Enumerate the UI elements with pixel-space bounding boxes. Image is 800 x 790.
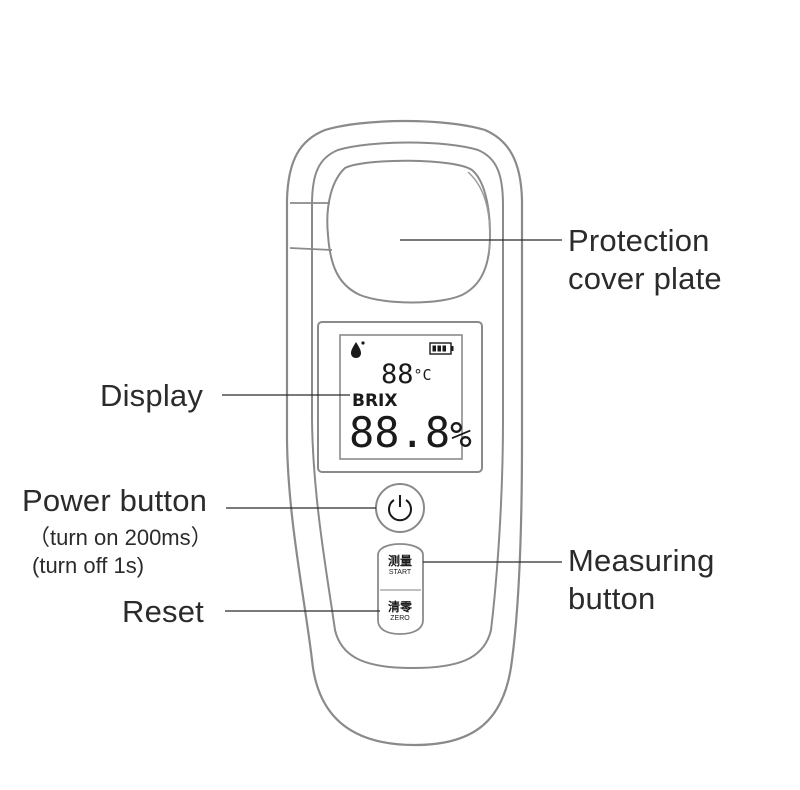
battery-icon — [429, 342, 454, 355]
lcd-reading-unit: % — [450, 415, 472, 456]
measure-button-cn: 测量 — [387, 554, 412, 568]
label-measuring-line1: Measuring — [568, 543, 715, 578]
lcd-temp-value: 88 — [381, 359, 414, 390]
zero-button-en: ZERO — [390, 615, 410, 622]
lcd-temperature: 88°C — [381, 360, 432, 390]
label-measuring-button: Measuring button — [568, 542, 715, 618]
cover-plate-edge — [467, 171, 491, 256]
lcd-reading-value: 88.8 — [349, 408, 451, 457]
label-protection-cover: Protection cover plate — [568, 222, 722, 298]
label-reset: Reset — [122, 594, 204, 629]
water-drop-icon — [351, 341, 365, 358]
lcd-temp-unit: °C — [413, 366, 432, 384]
zero-button[interactable]: 清零 ZERO — [380, 600, 420, 623]
lcd-reading: 88.8% — [349, 410, 472, 459]
power-button-ring — [375, 483, 425, 533]
label-protection-line2: cover plate — [568, 261, 722, 296]
label-power-button: Power button — [22, 483, 208, 518]
device-inner-frame — [311, 141, 504, 670]
lower-button-pod — [377, 543, 424, 635]
protection-cover-plate — [326, 159, 492, 304]
label-display: Display — [100, 378, 204, 413]
lcd-mode: BRIX — [352, 391, 398, 411]
label-power-off: (turn off 1s) — [32, 553, 145, 578]
zero-button-cn: 清零 — [387, 600, 412, 614]
power-icon — [388, 495, 412, 522]
hinge-line-bottom — [289, 247, 333, 251]
label-measuring-line2: button — [568, 581, 656, 616]
measure-button-en: START — [388, 569, 412, 576]
label-protection-line1: Protection — [568, 223, 710, 258]
label-power-on: （turn on 200ms） — [28, 525, 213, 550]
measure-button[interactable]: 测量 START — [380, 554, 420, 577]
